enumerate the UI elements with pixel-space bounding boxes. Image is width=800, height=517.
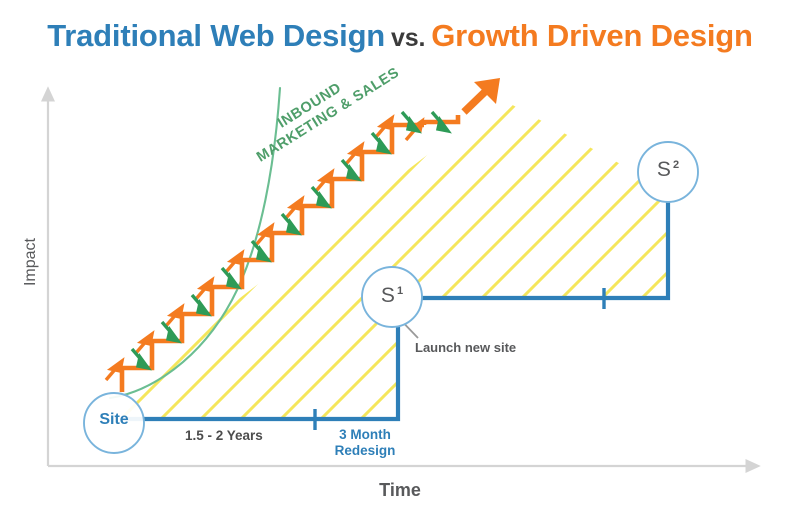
green-down-arrows: [130, 110, 452, 371]
label-years-duration: 1.5 - 2 Years: [185, 428, 263, 443]
node-site-label: Site: [99, 411, 129, 428]
title-vs: vs.: [391, 24, 426, 52]
title-growth-driven: Growth Driven Design: [431, 18, 753, 53]
node-s2-circle[interactable]: [637, 141, 699, 203]
axis-lines: [40, 86, 761, 474]
node-s1-base: S: [380, 284, 395, 307]
title-traditional: Traditional Web Design: [47, 18, 386, 53]
x-axis-label: Time: [379, 480, 421, 500]
node-s2-superscript: 2: [672, 159, 680, 171]
node-s2-base: S: [656, 158, 671, 181]
node-s1-superscript: 1: [396, 285, 404, 297]
node-s1-circle[interactable]: [361, 266, 423, 328]
label-launch-new-site: Launch new site: [415, 340, 517, 355]
label-redesign-duration: 3 Month Redesign: [334, 427, 396, 458]
node-site-circle[interactable]: [83, 392, 145, 454]
inbound-growth-curve: [108, 86, 282, 400]
growth-arrow-large: [461, 78, 500, 115]
growth-driven-staircase: [119, 122, 424, 392]
orange-step-arrows: [104, 114, 425, 382]
y-axis-label: Impact: [22, 238, 39, 287]
